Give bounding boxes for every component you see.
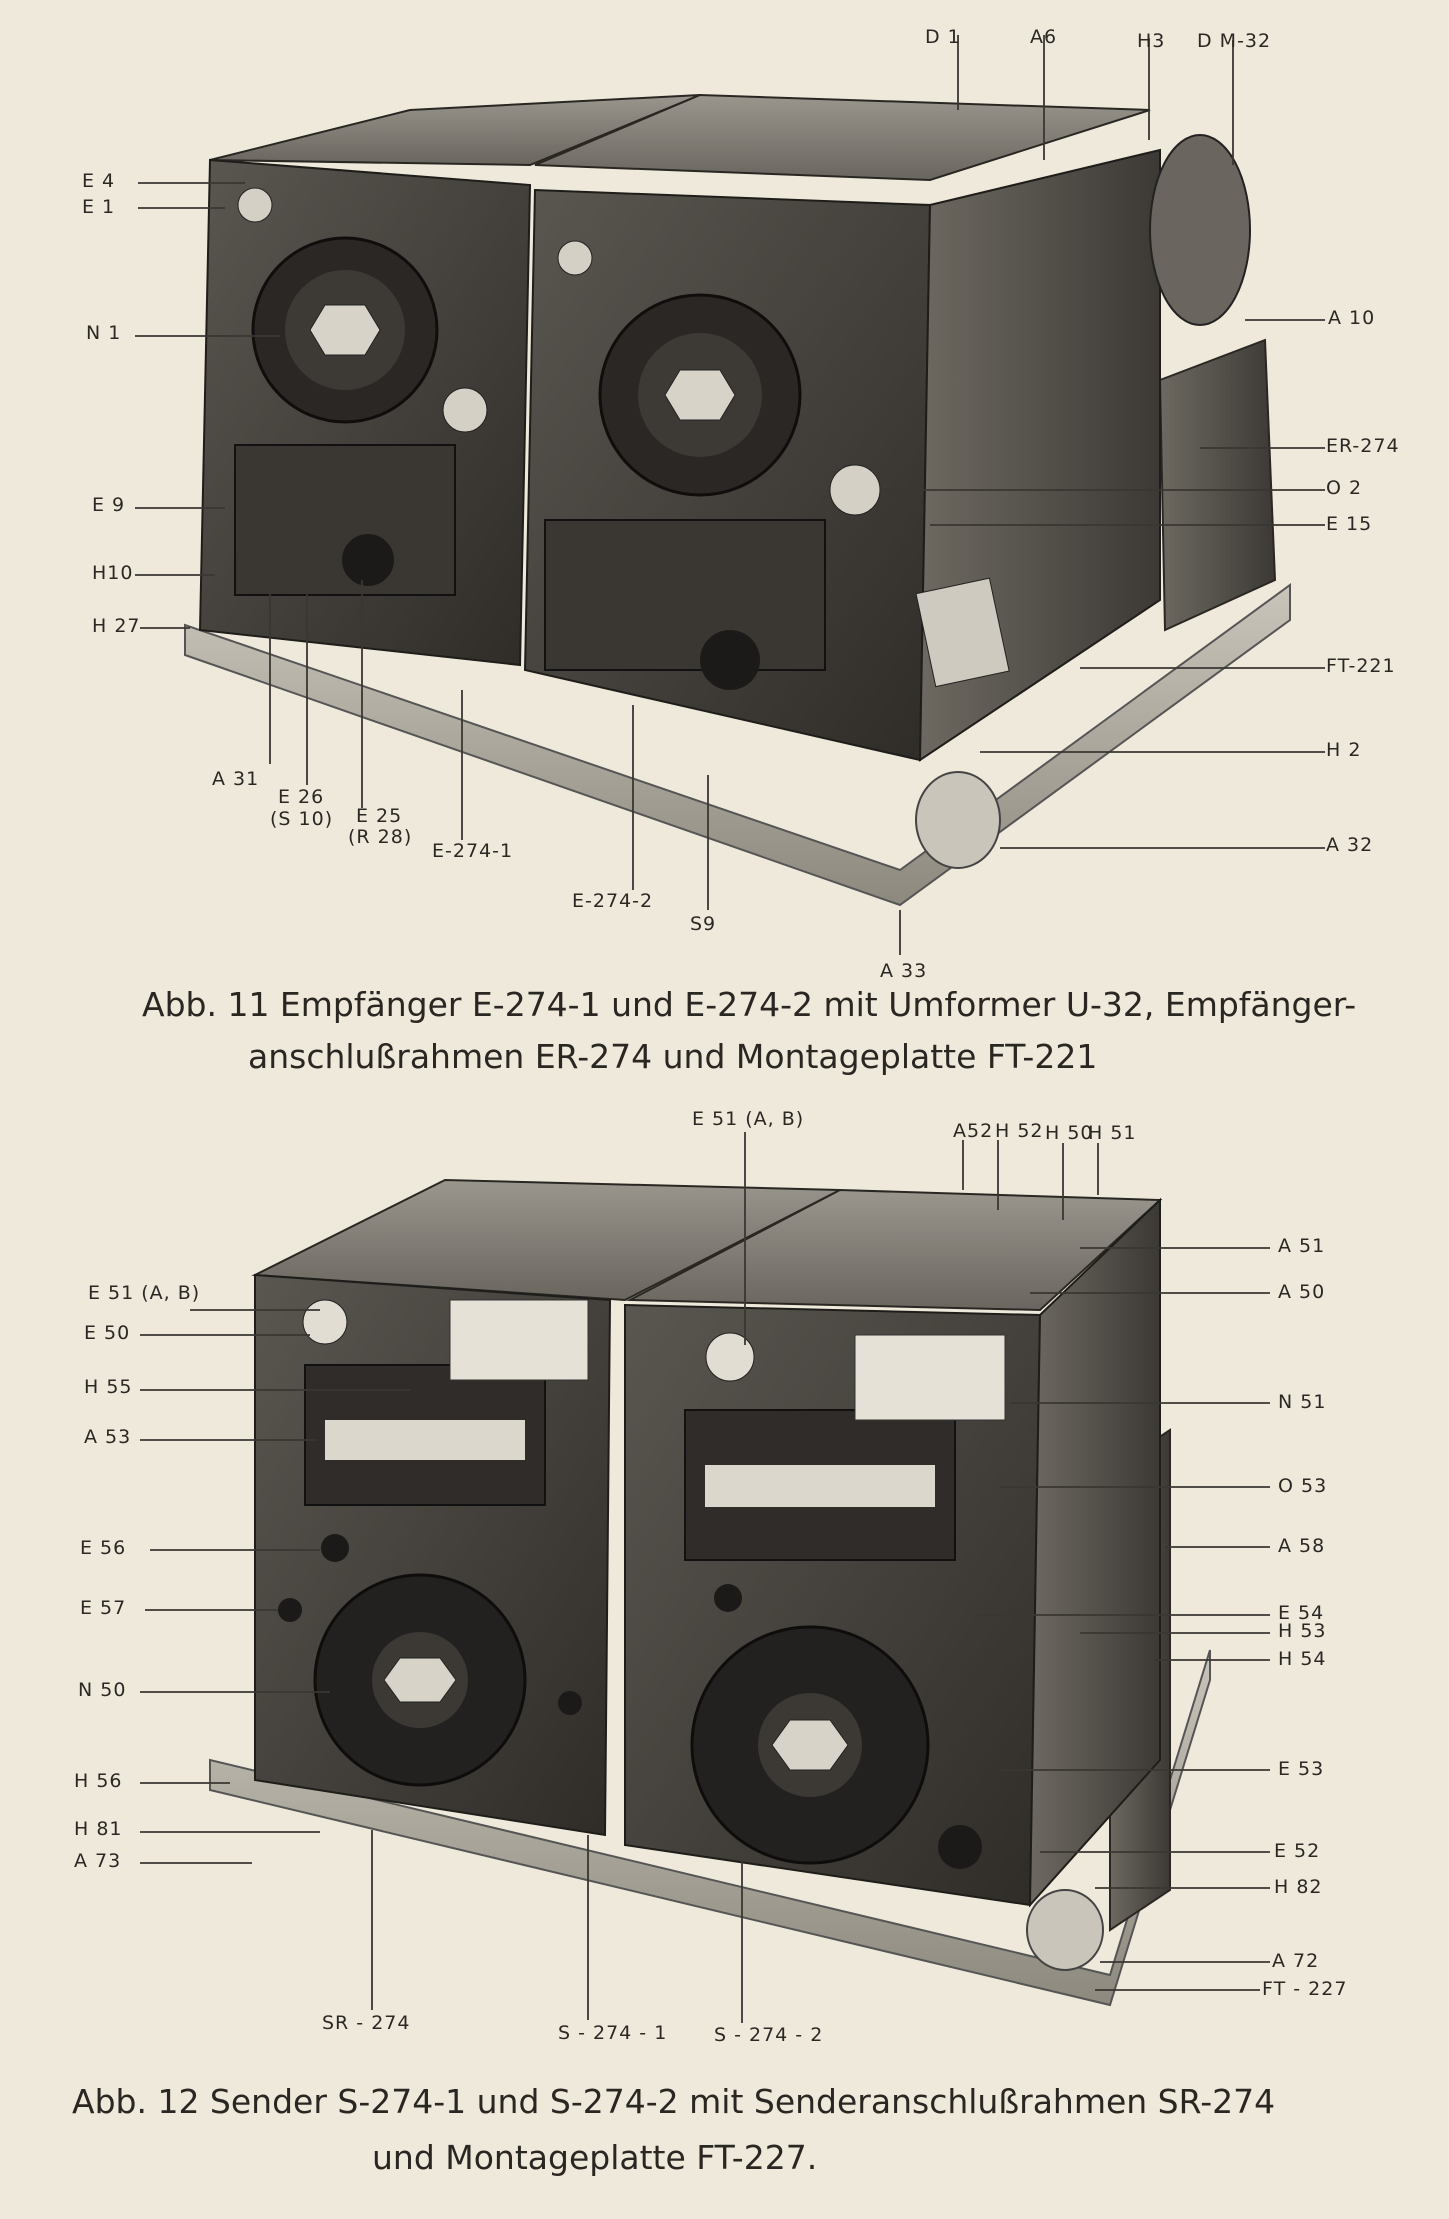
label-s274-2: S - 274 - 2: [714, 2024, 824, 2046]
label-dm32: D M-32: [1197, 30, 1272, 52]
transmitter-photo: [209, 1178, 1211, 2007]
label-a53: A 53: [84, 1426, 132, 1448]
label-h2: H 2: [1326, 739, 1362, 761]
label-e56: E 56: [80, 1537, 127, 1559]
label-e51-left: E 51 (A, B): [88, 1282, 201, 1304]
label-a6: A6: [1030, 26, 1058, 48]
receiver-leader-lines: [135, 35, 1325, 955]
label-ft221: FT-221: [1326, 655, 1396, 677]
figure-11-caption-line-2: anschlußrahmen ER-274 und Montageplatte …: [248, 1037, 1098, 1076]
label-h3: H3: [1137, 30, 1166, 52]
label-e4: E 4: [82, 170, 116, 192]
label-a58: A 58: [1278, 1535, 1326, 1557]
label-e25: E 25: [356, 805, 403, 827]
label-a31: A 31: [212, 768, 260, 790]
figure-11-caption-line-1: Abb. 11 Empfänger E-274-1 und E-274-2 mi…: [142, 985, 1357, 1024]
label-e50: E 50: [84, 1322, 131, 1344]
label-e1: E 1: [82, 196, 116, 218]
label-r28: (R 28): [348, 826, 413, 848]
label-d1: D 1: [925, 26, 961, 48]
label-e53: E 53: [1278, 1758, 1325, 1780]
label-a73: A 73: [74, 1850, 122, 1872]
label-h10: H10: [92, 562, 134, 584]
label-h51: H 51: [1088, 1122, 1137, 1144]
label-er274: ER-274: [1326, 435, 1400, 457]
transmitter-leader-lines: [140, 1132, 1270, 2023]
label-n1: N 1: [86, 322, 122, 344]
label-h52: H 52: [995, 1120, 1044, 1142]
label-h54: H 54: [1278, 1648, 1327, 1670]
label-s274-1: S - 274 - 1: [558, 2022, 668, 2044]
label-o53: O 53: [1278, 1475, 1328, 1497]
label-n51: N 51: [1278, 1391, 1327, 1413]
label-h55: H 55: [84, 1376, 133, 1398]
figure-12-caption-line-1: Abb. 12 Sender S-274-1 und S-274-2 mit S…: [72, 2082, 1276, 2121]
label-a32: A 32: [1326, 834, 1374, 856]
figure-12-caption-line-2: und Montageplatte FT-227.: [372, 2138, 818, 2177]
label-e54: E 54: [1278, 1602, 1325, 1624]
label-e15: E 15: [1326, 513, 1373, 535]
label-a52: A52: [953, 1120, 994, 1142]
label-h81: H 81: [74, 1818, 123, 1840]
label-e274-1: E-274-1: [432, 840, 514, 862]
label-a51: A 51: [1278, 1235, 1326, 1257]
receiver-photo: [184, 93, 1291, 907]
label-e26: E 26: [278, 786, 325, 808]
label-sr274: SR - 274: [322, 2012, 411, 2034]
label-a72: A 72: [1272, 1950, 1320, 1972]
label-e52: E 52: [1274, 1840, 1321, 1862]
label-e51-top: E 51 (A, B): [692, 1108, 805, 1130]
label-a10: A 10: [1328, 307, 1376, 329]
label-e274-2: E-274-2: [572, 890, 654, 912]
label-e9: E 9: [92, 494, 126, 516]
label-h50: H 50: [1045, 1122, 1094, 1144]
label-h56: H 56: [74, 1770, 123, 1792]
label-a33: A 33: [880, 960, 928, 982]
label-o2: O 2: [1326, 477, 1363, 499]
label-h82: H 82: [1274, 1876, 1323, 1898]
label-a50: A 50: [1278, 1281, 1326, 1303]
label-h27: H 27: [92, 615, 141, 637]
label-s10: (S 10): [270, 808, 334, 830]
label-s9: S9: [690, 913, 717, 935]
label-h53: H 53: [1278, 1620, 1327, 1642]
label-n50: N 50: [78, 1679, 127, 1701]
label-ft227: FT - 227: [1262, 1978, 1348, 2000]
label-e57: E 57: [80, 1597, 127, 1619]
